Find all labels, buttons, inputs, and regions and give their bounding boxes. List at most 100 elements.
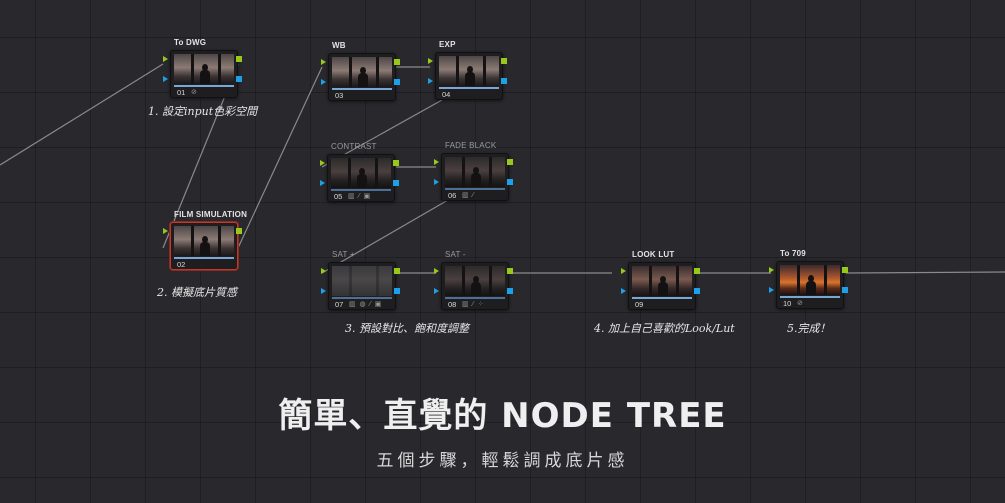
node-strip [445,188,505,190]
node-strip [332,88,392,90]
rgb-input-port[interactable] [428,58,433,64]
key-input-port[interactable] [434,288,439,294]
node-body[interactable]: 05 ▥ ⁄ ▣ [327,154,395,202]
node-number: 05 [334,192,343,201]
rgb-output-port[interactable] [842,267,848,273]
node-number: 06 [448,191,457,200]
node-06-fade-black[interactable]: FADE BLACK 06 ▥ ⁄ [434,141,513,201]
node-label: EXP [439,40,456,49]
annotation-step-3: 3. 預設對比、飽和度調整 [345,322,469,335]
node-strip [332,297,392,299]
node-label: FILM SIMULATION [174,210,248,219]
key-input-port[interactable] [621,288,626,294]
node-body[interactable]: 03 [328,53,396,101]
node-thumbnail [632,266,692,296]
key-output-port[interactable] [236,76,242,82]
node-label: LOOK LUT [632,250,675,259]
rgb-output-port[interactable] [236,56,242,62]
rgb-input-port[interactable] [434,159,439,165]
node-thumbnail [174,226,234,256]
node-body[interactable]: 02 [170,222,238,270]
node-05-contrast[interactable]: CONTRAST 05 ▥ ⁄ ▣ [320,142,399,202]
node-label: CONTRAST [331,142,377,151]
rgb-output-port[interactable] [236,228,242,234]
rgb-output-port[interactable] [394,59,400,65]
headline-subtitle: 五個步驟，輕鬆調成底片感 [376,451,629,471]
key-input-port[interactable] [428,78,433,84]
node-number: 01 [177,88,186,97]
node-thumbnail [332,266,392,296]
rgb-output-port[interactable] [694,268,700,274]
node-number: 10 [783,299,792,308]
node-status-icons: ⊘ [191,89,198,96]
key-input-port[interactable] [163,76,168,82]
node-status-icons: ⊘ [797,300,804,307]
key-output-port[interactable] [394,79,400,85]
node-body[interactable]: 08 ▥ ⁄ ⁘ [441,262,509,310]
node-number: 04 [442,90,451,99]
node-body[interactable]: 04 [435,52,503,100]
rgb-input-port[interactable] [163,56,168,62]
node-04-exp[interactable]: EXP 04 [428,40,507,100]
rgb-input-port[interactable] [163,228,168,234]
node-body[interactable]: 09 [628,262,696,310]
key-output-port[interactable] [393,180,399,186]
rgb-input-port[interactable] [320,160,325,166]
node-01-to-dwg[interactable]: To DWG 01 ⊘ [163,38,242,98]
key-input-port[interactable] [321,79,326,85]
node-09-look-lut[interactable]: LOOK LUT 09 [621,250,700,310]
node-number: 07 [335,300,344,309]
key-output-port[interactable] [694,288,700,294]
node-status-icons: ▥ ⁄ ▣ [348,193,372,200]
node-07-sat-plus[interactable]: SAT + 07 ▥ ◍ ⁄ ▣ [321,250,400,310]
wire-10-to-output [845,271,1005,274]
node-label: SAT - [445,250,466,259]
key-input-port[interactable] [320,180,325,186]
rgb-input-port[interactable] [321,59,326,65]
headline-title: 簡單、直覺的 NODE TREE [278,396,727,436]
node-thumbnail [780,265,840,295]
rgb-input-port[interactable] [621,268,626,274]
node-body[interactable]: 10 ⊘ [776,261,844,309]
node-label: To 709 [780,249,806,258]
node-thumbnail [445,157,505,187]
node-strip [439,87,499,89]
key-output-port[interactable] [507,179,513,185]
node-status-icons: ▥ ◍ ⁄ ▣ [349,301,383,308]
node-10-to-709[interactable]: To 709 10 ⊘ [769,249,848,309]
rgb-output-port[interactable] [394,268,400,274]
rgb-input-port[interactable] [321,268,326,274]
rgb-output-port[interactable] [393,160,399,166]
node-thumbnail [439,56,499,86]
node-02-film-simulation[interactable]: FILM SIMULATION 02 [163,210,247,270]
key-output-port[interactable] [507,288,513,294]
annotation-step-2: 2. 模擬底片質感 [157,286,237,299]
node-number: 02 [177,260,186,269]
node-03-wb[interactable]: WB 03 [321,41,400,101]
rgb-input-port[interactable] [769,267,774,273]
wire-source-to-01 [0,63,164,166]
node-body[interactable]: 06 ▥ ⁄ [441,153,509,201]
node-strip [331,189,391,191]
node-body[interactable]: 01 ⊘ [170,50,238,98]
node-thumbnail [445,266,505,296]
node-strip [632,297,692,299]
node-label: FADE BLACK [445,141,497,150]
rgb-output-port[interactable] [507,268,513,274]
node-body[interactable]: 07 ▥ ◍ ⁄ ▣ [328,262,396,310]
rgb-input-port[interactable] [434,268,439,274]
annotation-step-4: 4. 加上自己喜歡的Look/Lut [594,322,735,335]
node-08-sat-minus[interactable]: SAT - 08 ▥ ⁄ ⁘ [434,250,513,310]
key-input-port[interactable] [321,288,326,294]
node-label: SAT + [332,250,355,259]
rgb-output-port[interactable] [501,58,507,64]
key-input-port[interactable] [434,179,439,185]
key-output-port[interactable] [394,288,400,294]
key-output-port[interactable] [501,78,507,84]
wire-02-to-03 [237,66,323,249]
rgb-output-port[interactable] [507,159,513,165]
key-output-port[interactable] [842,287,848,293]
key-input-port[interactable] [769,287,774,293]
annotation-step-5: 5.完成！ [787,322,831,335]
node-label: WB [332,41,346,50]
